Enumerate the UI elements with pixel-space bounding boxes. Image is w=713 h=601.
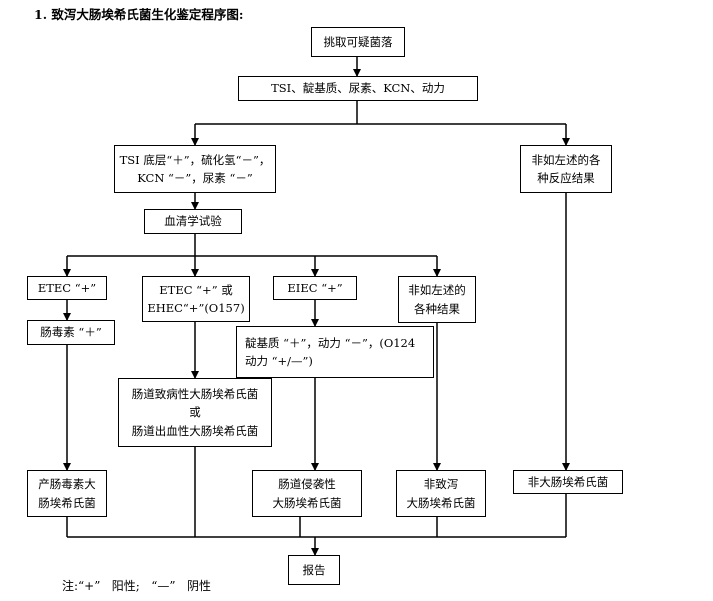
pick-suspicious-colony-box: 挑取可疑菌落: [311, 27, 405, 57]
legend-note: 注:“+” 阳性; “—” 阴性: [62, 579, 212, 593]
non-match-reaction-box: 非如左述的各 种反应结果: [520, 145, 612, 193]
enteroinvasive-ecoli-box: 肠道侵袭性 大肠埃希氏菌: [252, 470, 362, 517]
non-ecoli-box: 非大肠埃希氏菌: [513, 470, 623, 494]
non-match-result-box: 非如左述的 各种结果: [398, 276, 476, 323]
indole-motility-box: 靛基质 “＋”，动力 “－”，(O124 动力 “+/—”): [236, 326, 434, 378]
serology-test-box: 血清学试验: [144, 209, 242, 234]
etec-or-ehec-box: ETEC “+” 或 EHEC“+”(O157): [142, 276, 250, 322]
biochemical-tests-box: TSI、靛基质、尿素、KCN、动力: [238, 76, 478, 101]
pathogenic-ecoli-box: 肠道致病性大肠埃希氏菌 或 肠道出血性大肠埃希氏菌: [118, 378, 272, 447]
enterotoxin-positive-box: 肠毒素 “＋”: [27, 320, 115, 345]
enterotoxigenic-ecoli-box: 产肠毒素大 肠埃希氏菌: [27, 470, 107, 517]
tsi-result-box: TSI 底层“＋”，硫化氢“－”， KCN “－”，尿素 “－”: [114, 145, 276, 193]
eiec-positive-box: EIEC “+”: [273, 276, 357, 300]
etec-positive-box: ETEC “+”: [27, 276, 107, 300]
non-diarrheagenic-ecoli-box: 非致泻 大肠埃希氏菌: [396, 470, 486, 517]
report-box: 报告: [288, 555, 340, 585]
diagram-title: 1. 致泻大肠埃希氏菌生化鉴定程序图:: [34, 7, 244, 22]
